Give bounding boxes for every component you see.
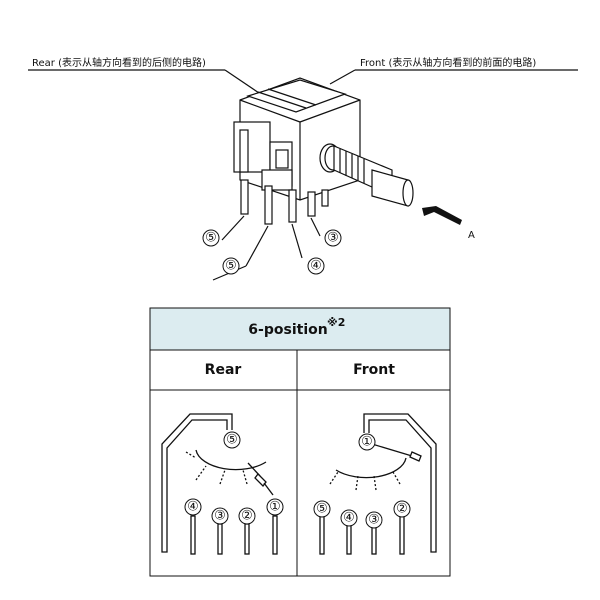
pin-label-5a: ⑤ <box>205 231 217 246</box>
front-caption: Front (表示从轴方向看到的前面的电路) <box>360 56 536 69</box>
front-terminal-1: ① <box>361 435 373 450</box>
view-arrow-a: A <box>422 206 475 241</box>
front-terminal-4: ④ <box>343 511 355 526</box>
table-title-cell <box>149 307 451 351</box>
front-terminal-labels: ① ⑤ ④ ③ ② <box>313 433 411 529</box>
rear-terminal-labels: ⑤ ④ ③ ② ① <box>184 431 284 525</box>
front-terminal-3: ③ <box>368 513 380 528</box>
front-terminal-2: ② <box>396 502 408 517</box>
pin-label-4: ④ <box>310 259 322 274</box>
rear-terminal-2: ② <box>241 509 253 524</box>
pin-label-3: ③ <box>327 231 339 246</box>
table-header-row <box>149 349 451 391</box>
table-title: 6-position <box>248 322 327 338</box>
rear-terminal-5: ⑤ <box>226 433 238 448</box>
rear-caption: Rear (表示从轴方向看到的后侧的电路) <box>32 56 206 69</box>
rear-terminal-4: ④ <box>187 500 199 515</box>
front-terminal-5: ⑤ <box>316 502 328 517</box>
front-circuit <box>319 413 437 555</box>
potentiometer-drawing <box>28 69 578 281</box>
table-title-note: ※2 <box>327 316 345 329</box>
front-header: Front <box>353 362 395 378</box>
pin-label-5b: ⑤ <box>225 259 237 274</box>
pin-labels: ⑤ ⑤ ④ ③ <box>202 229 342 275</box>
rear-header: Rear <box>205 362 242 378</box>
arrow-label: A <box>468 230 475 241</box>
rear-terminal-1: ① <box>269 500 281 515</box>
rear-terminal-3: ③ <box>214 509 226 524</box>
